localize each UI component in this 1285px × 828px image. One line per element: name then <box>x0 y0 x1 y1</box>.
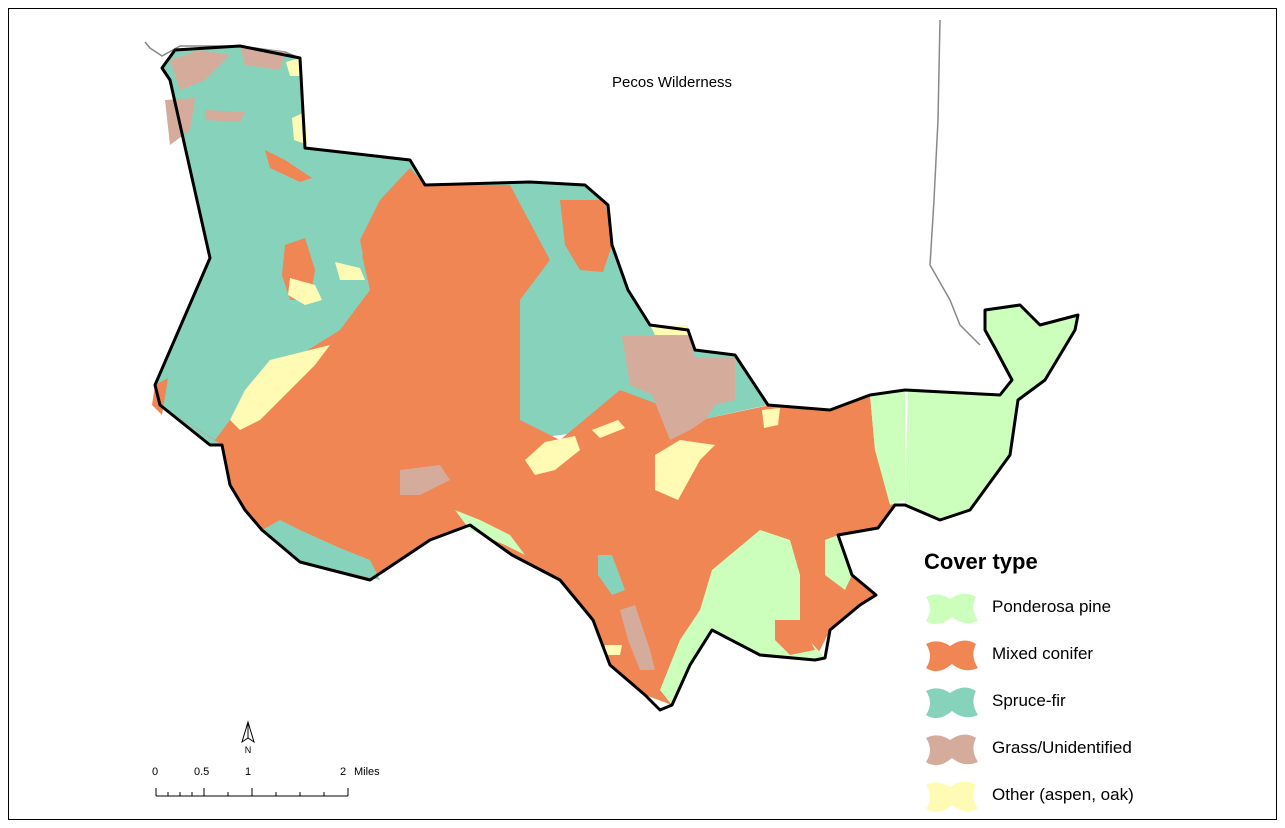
ponderosa-pine-zone-south <box>660 530 825 705</box>
other-aspen-oak-patch <box>605 645 622 655</box>
north-arrow-icon: N <box>241 720 255 755</box>
legend-label: Grass/Unidentified <box>992 738 1132 757</box>
region-label-pecos-wilderness: Pecos Wilderness <box>612 74 733 91</box>
study-area-boundary <box>153 44 1080 712</box>
other-aspen-oak-patch <box>288 278 322 305</box>
legend-title: Cover type <box>924 549 1038 574</box>
spruce-fir-patch <box>262 520 380 580</box>
legend-item-ponderosa-pine: Ponderosa pine <box>920 589 1250 629</box>
grass-patch <box>622 336 735 440</box>
legend-item-spruce-fir: Spruce-fir <box>920 683 1250 723</box>
mixed-conifer-patch <box>560 200 612 272</box>
scale-label: 0 <box>152 766 159 778</box>
grass-patch <box>205 110 245 122</box>
legend-item-other: Other (aspen, oak) <box>920 777 1250 817</box>
ponderosa-pine-zone-east <box>870 390 905 505</box>
other-swatch-icon <box>926 781 978 813</box>
grass-patch <box>620 605 655 670</box>
grass-swatch-icon <box>926 734 978 766</box>
north-arrow: N <box>236 720 260 756</box>
other-aspen-oak-patch <box>525 436 580 475</box>
other-aspen-oak-patch <box>592 420 625 438</box>
scale-label: 1 <box>245 766 252 778</box>
scale-bar-graphic <box>155 788 349 797</box>
mixed-conifer-patch <box>265 150 312 182</box>
ponderosa-pine-zone-east <box>905 305 1078 520</box>
ponderosa-pine-patch <box>825 535 852 590</box>
mixed-conifer-patch <box>775 620 815 655</box>
mixed-conifer-patch <box>362 255 400 300</box>
legend: Cover type Ponderosa pine Mixed conifer … <box>920 545 1250 815</box>
scale-unit: Miles <box>354 766 380 778</box>
scale-label: 2 <box>340 766 347 778</box>
legend-label: Spruce-fir <box>992 691 1066 710</box>
other-aspen-oak-patch <box>335 262 365 280</box>
scale-bar: 0 0.5 1 2 Miles <box>150 762 410 802</box>
legend-label: Other (aspen, oak) <box>992 785 1134 804</box>
other-aspen-oak-patch <box>762 408 780 428</box>
legend-label: Ponderosa pine <box>992 597 1112 616</box>
north-label: N <box>245 745 252 755</box>
grass-patch <box>400 465 450 495</box>
other-aspen-oak-patch <box>286 58 302 76</box>
grass-patch <box>170 50 230 90</box>
mixed-conifer-swatch-icon <box>926 640 978 672</box>
scale-label: 0.5 <box>194 766 210 778</box>
other-aspen-oak-patch <box>230 345 330 430</box>
legend-item-mixed-conifer: Mixed conifer <box>920 636 1250 676</box>
ponderosa-pine-patch <box>455 510 525 555</box>
legend-item-grass-unidentified: Grass/Unidentified <box>920 730 1250 770</box>
ponderosa-pine-swatch-icon <box>926 593 978 625</box>
spruce-fir-swatch-icon <box>926 687 978 719</box>
legend-label: Mixed conifer <box>992 644 1094 663</box>
spruce-fir-patch <box>598 555 625 595</box>
spruce-fir-patch <box>520 260 640 420</box>
other-aspen-oak-patch <box>655 440 715 500</box>
